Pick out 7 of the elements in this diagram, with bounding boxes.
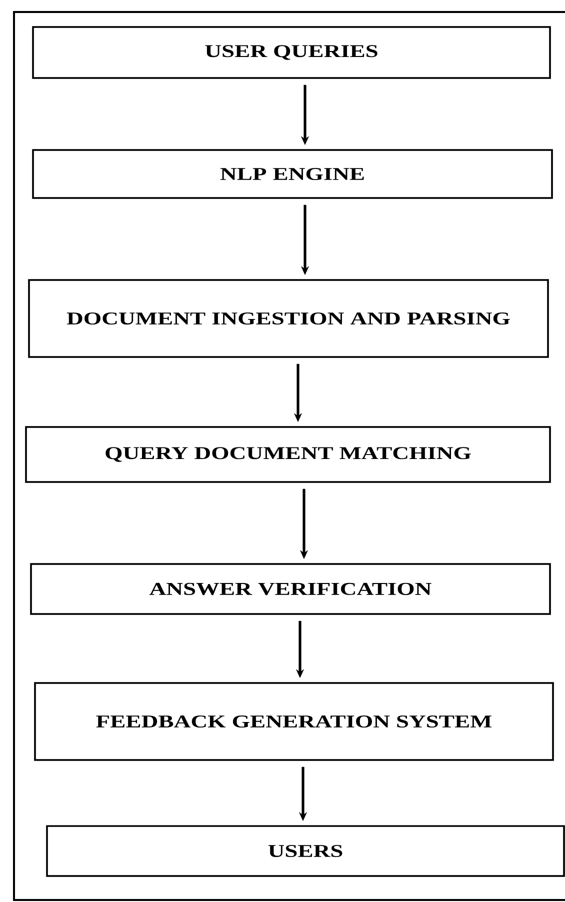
process-box: DOCUMENT INGESTION AND PARSING [28,279,549,358]
process-box: NLP ENGINE [32,149,553,199]
process-box: ANSWER VERIFICATION [30,563,551,615]
process-box: USER QUERIES [32,26,551,79]
process-box: FEEDBACK GENERATION SYSTEM [34,682,554,761]
process-box: USERS [46,825,565,877]
process-box: QUERY DOCUMENT MATCHING [25,426,551,483]
